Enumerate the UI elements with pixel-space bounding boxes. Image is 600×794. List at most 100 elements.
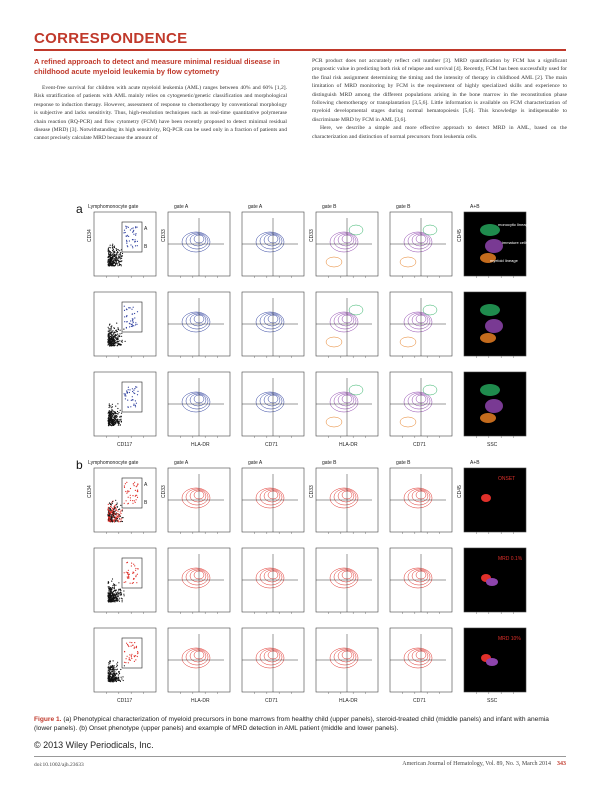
event-dot	[108, 586, 110, 588]
event-dot	[107, 420, 110, 422]
event-dot	[128, 659, 130, 661]
event-dot	[108, 419, 111, 421]
event-dot	[133, 656, 136, 658]
event-dot	[126, 316, 128, 318]
event-dot	[112, 416, 114, 418]
caption-text: (a) Phenotypical characterization of mye…	[34, 716, 549, 732]
event-dot	[121, 252, 124, 255]
event-dot	[115, 263, 117, 265]
event-dot	[108, 261, 110, 263]
event-dot	[119, 333, 121, 335]
event-dot	[109, 419, 111, 421]
event-dot	[108, 343, 110, 345]
event-dot	[130, 655, 132, 657]
event-dot	[116, 331, 118, 333]
event-dot	[127, 491, 129, 493]
event-dot	[134, 239, 136, 241]
event-dot	[112, 592, 114, 594]
event-dot	[118, 509, 120, 511]
event-dot	[108, 601, 110, 603]
event-dot	[112, 583, 115, 585]
event-dot	[119, 416, 121, 418]
event-dot	[112, 521, 114, 523]
event-dot	[121, 255, 123, 257]
contour-line	[411, 233, 429, 247]
contour-line	[411, 649, 429, 663]
event-dot	[111, 593, 113, 595]
event-dot	[111, 580, 113, 582]
event-dot	[109, 341, 111, 343]
event-dot	[133, 233, 135, 235]
event-dot	[132, 321, 134, 324]
event-dot	[136, 573, 138, 575]
event-dot	[121, 517, 123, 519]
contour-line	[337, 569, 355, 583]
event-dot	[108, 403, 110, 405]
event-dot	[108, 246, 110, 248]
event-dot	[117, 329, 119, 331]
event-dot	[130, 320, 132, 322]
event-dot	[126, 576, 128, 578]
contour-line	[411, 489, 429, 503]
event-dot	[108, 671, 110, 673]
event-dot	[113, 583, 115, 586]
event-dot	[118, 513, 120, 516]
plot-frame	[93, 467, 157, 533]
event-dot	[121, 510, 123, 512]
event-dot	[128, 645, 130, 648]
event-dot	[111, 409, 113, 411]
gate-box	[121, 381, 143, 413]
event-dot	[127, 496, 129, 498]
event-dot	[127, 226, 129, 228]
event-dot	[112, 511, 114, 513]
event-dot	[118, 518, 121, 520]
axis-label-y: CD33	[161, 485, 167, 498]
event-dot	[118, 597, 120, 599]
event-dot	[111, 261, 113, 263]
event-dot	[117, 596, 119, 598]
event-dot	[112, 422, 115, 425]
caption-label: Figure 1.	[34, 716, 62, 723]
contour-line	[185, 392, 209, 410]
event-dot	[109, 323, 111, 325]
event-dot	[109, 422, 111, 424]
event-dot	[108, 423, 110, 425]
event-dot	[133, 563, 135, 565]
event-dot	[108, 678, 110, 680]
event-dot	[118, 594, 120, 596]
event-dot	[113, 265, 115, 267]
event-dot	[135, 655, 137, 657]
event-dot	[113, 420, 115, 422]
gate-label-b: B	[144, 500, 148, 506]
event-dot	[114, 411, 116, 413]
event-dot	[129, 582, 131, 584]
event-dot	[120, 261, 122, 263]
event-dot	[124, 398, 126, 400]
contour-line	[263, 393, 281, 407]
event-dot	[113, 516, 115, 518]
event-dot	[133, 500, 135, 502]
population-blob	[480, 253, 496, 263]
event-dot	[115, 499, 117, 501]
event-dot	[131, 642, 133, 644]
contour-line	[333, 488, 357, 506]
event-dot	[115, 592, 117, 594]
event-dot	[113, 585, 115, 587]
axis-label-x: SSC	[487, 442, 498, 448]
event-dot	[120, 265, 122, 267]
event-dot	[120, 591, 122, 593]
event-dot	[117, 251, 119, 254]
event-dot	[109, 247, 111, 249]
axis-label-x: CD117	[117, 442, 132, 448]
event-dot	[134, 241, 136, 243]
event-dot	[114, 336, 116, 338]
event-dot	[111, 597, 113, 600]
contour-line	[407, 392, 431, 410]
axis-label-x: CD71	[413, 442, 426, 448]
event-dot	[108, 502, 111, 504]
event-dot	[132, 502, 134, 504]
event-dot	[120, 264, 122, 266]
event-dot	[109, 336, 111, 338]
event-dot	[132, 230, 134, 232]
